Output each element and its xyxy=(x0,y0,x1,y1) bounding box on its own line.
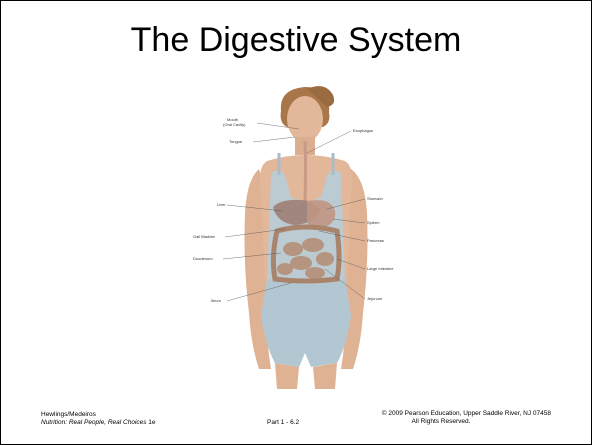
footer-authors: Hewlings/Medeiros xyxy=(41,411,156,419)
footer-copyright-line1: © 2009 Pearson Education, Upper Saddle R… xyxy=(331,410,551,418)
label-duodenum: Duodenum xyxy=(193,256,213,261)
label-gall-bladder: Gall Bladder xyxy=(193,234,216,239)
digestive-system-illustration: Mouth (Oral Cavity) Tongue Esophagus Liv… xyxy=(187,83,427,389)
footer-edition: 1e xyxy=(147,419,156,426)
label-pancreas: Pancreas xyxy=(367,238,384,243)
label-esophagus: Esophagus xyxy=(353,128,373,133)
footer-book-title: Nutrition: Real People, Real Choices xyxy=(41,419,147,426)
label-mouth-sub: (Oral Cavity) xyxy=(223,122,246,127)
label-stomach: Stomach xyxy=(367,196,383,201)
footer-part-number: Part 1 - 6.2 xyxy=(267,419,299,426)
footer-copyright: © 2009 Pearson Education, Upper Saddle R… xyxy=(331,410,551,426)
label-spleen: Spleen xyxy=(367,220,379,225)
body-figure: Mouth (Oral Cavity) Tongue Esophagus Liv… xyxy=(187,83,427,389)
label-liver: Liver xyxy=(217,202,226,207)
footer-book: Nutrition: Real People, Real Choices 1e xyxy=(41,419,156,427)
label-tongue: Tongue xyxy=(229,139,243,144)
slide-title: The Digestive System xyxy=(1,21,591,60)
label-large-intestine: Large Intestine xyxy=(367,266,394,271)
label-ileum: Ileum xyxy=(211,298,221,303)
footer-copyright-line2: All Rights Reserved. xyxy=(412,418,471,425)
footer-credits: Hewlings/Medeiros Nutrition: Real People… xyxy=(41,411,156,427)
label-jejunum: Jejunum xyxy=(367,296,383,301)
